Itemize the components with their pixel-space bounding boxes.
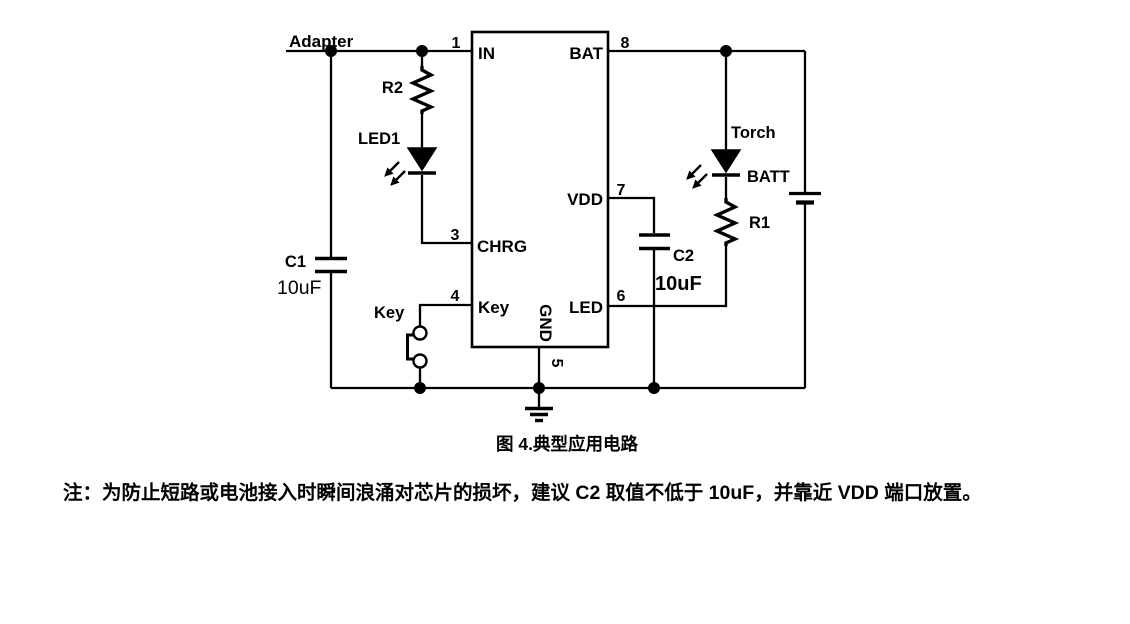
torch-label: Torch: [731, 124, 776, 142]
note-text: 注：为防止短路或电池接入时瞬间浪涌对芯片的损坏，建议 C2 取值不低于 10uF…: [63, 481, 982, 504]
junction-dot: [414, 382, 426, 394]
battery-symbol: [789, 191, 821, 205]
junction-dots: [325, 45, 732, 394]
ground-symbol: [525, 406, 553, 423]
wire-led1-to-chrg: [420, 175, 472, 245]
ic-body: [470, 30, 610, 349]
pin-8-number: 8: [621, 35, 630, 52]
junction-dot: [720, 45, 732, 57]
c1-label: C1: [285, 253, 306, 271]
pin-name-led: LED: [569, 298, 603, 317]
pin-name-gnd: GND: [536, 304, 555, 342]
batt-label: BATT: [747, 168, 790, 186]
pin-3-number: 3: [451, 227, 460, 244]
key-switch-label: Key: [374, 304, 405, 322]
pin-name-vdd: VDD: [567, 190, 603, 209]
resistor-r2-symbol: [411, 64, 433, 116]
led1-label: LED1: [358, 130, 400, 148]
wires: [286, 49, 807, 407]
pin-name-in: IN: [478, 44, 495, 63]
adapter-label: Adapter: [289, 32, 354, 51]
torch-led-symbol: [710, 148, 742, 177]
wire-led-pin-to-r1: [608, 246, 728, 308]
pin-1-number: 1: [452, 35, 461, 52]
c2-value: 10uF: [655, 273, 702, 295]
c2-label: C2: [673, 247, 694, 265]
r2-label: R2: [382, 79, 403, 97]
capacitor-c2-symbol: [639, 233, 670, 251]
r1-label: R1: [749, 214, 770, 232]
junction-dot: [648, 382, 660, 394]
led1-symbol: [406, 146, 438, 175]
pin-name-key: Key: [478, 298, 510, 317]
pin-7-number: 7: [617, 182, 626, 199]
key-switch-symbol: [406, 325, 428, 369]
figure-caption: 图 4.典型应用电路: [496, 434, 638, 454]
pin-name-bat: BAT: [569, 44, 603, 63]
resistor-r1-symbol: [715, 196, 737, 248]
led1-rays-icon: [383, 160, 407, 187]
wire-key-pin-to-switch: [418, 303, 472, 326]
c1-value: 10uF: [277, 277, 322, 299]
pin-6-number: 6: [617, 288, 626, 305]
capacitor-c1-symbol: [315, 256, 347, 274]
wire-vdd-to-c2: [608, 196, 656, 233]
junction-dot: [416, 45, 428, 57]
junction-dot: [533, 382, 545, 394]
pin-5-number: 5: [548, 359, 565, 368]
torch-led-rays-icon: [685, 163, 709, 190]
pin-name-chrg: CHRG: [477, 237, 527, 256]
pin-4-number: 4: [451, 288, 460, 305]
